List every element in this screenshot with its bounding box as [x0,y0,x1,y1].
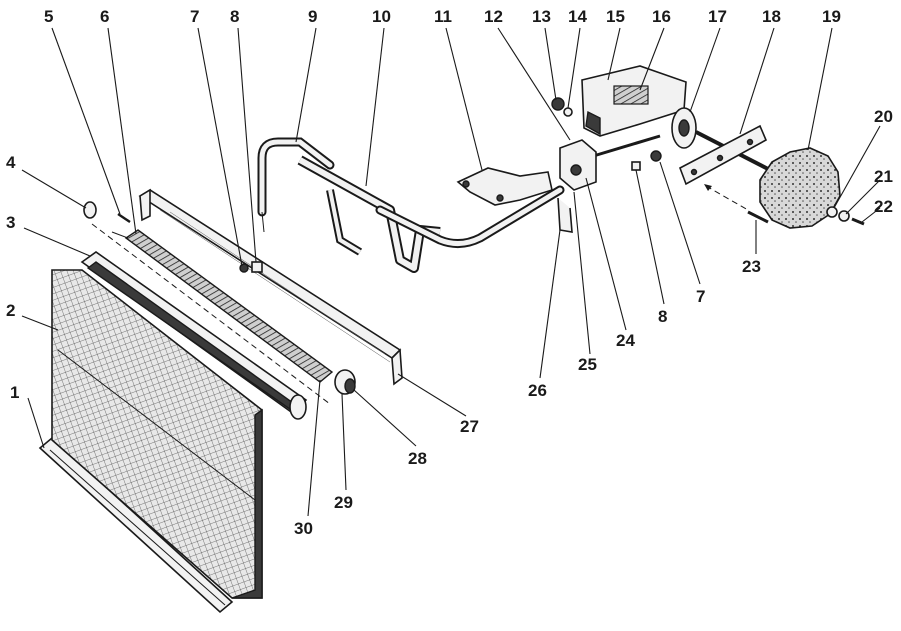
part-13-nut [551,97,565,111]
label-part-28: 28 [408,449,427,468]
part-29-end-cap [334,369,356,395]
part-23-bolt [704,184,769,224]
part-2-mesh-grille [51,269,263,599]
part-3-reflector-channel [80,251,308,420]
label-part-26: 26 [528,381,547,400]
leader-lines [21,27,881,517]
label-part-4: 4 [6,153,16,172]
part-18-mounting-plate [679,124,768,186]
label-part-19: 19 [822,7,841,26]
part-26-hook-clip [557,197,573,233]
part-19-knob [759,147,841,229]
label-part-5: 5 [44,7,53,26]
label-part-18: 18 [762,7,781,26]
part-8-clip-left [251,261,263,273]
label-part-3: 3 [6,213,15,232]
part-1-bottom-strip [38,436,234,614]
part-24-clamp-block [559,139,597,191]
label-part-1: 1 [10,383,19,402]
part-7-nut-left [239,263,249,273]
part-10-u-bracket [297,155,441,273]
label-part-9: 9 [308,7,317,26]
label-part-7-right: 7 [696,287,705,306]
part-8-clip-right [631,161,641,171]
label-part-25: 25 [578,355,597,374]
part-14-screw [563,107,573,117]
part-30-heating-coil [111,229,334,383]
part-9-bent-rod [257,137,335,233]
part-7-nut-right [650,150,662,162]
label-part-23: 23 [742,257,761,276]
label-part-12: 12 [484,7,503,26]
part-27-frame-bracket [138,188,403,386]
part-5-pin [117,213,131,223]
label-part-10: 10 [372,7,391,26]
label-part-7-top: 7 [190,7,199,26]
part-16-spring [613,85,649,105]
callout-labels: 1 2 3 4 5 6 7 8 9 10 11 12 13 14 15 16 1… [6,7,893,538]
label-part-20: 20 [874,107,893,126]
label-part-24: 24 [616,331,635,350]
label-part-17: 17 [708,7,727,26]
part-22-screw [851,217,865,226]
label-part-11: 11 [434,7,452,26]
label-part-29: 29 [334,493,353,512]
part-main-rod [375,185,565,248]
label-part-21: 21 [874,167,893,186]
label-part-30: 30 [294,519,313,538]
label-part-15: 15 [606,7,625,26]
part-4-washer [83,201,97,219]
label-part-8-right: 8 [658,307,667,326]
label-part-22: 22 [874,197,893,216]
label-part-2: 2 [6,301,15,320]
label-part-8-top: 8 [230,7,239,26]
part-11-bracket-plate [456,167,553,206]
label-part-13: 13 [532,7,551,26]
label-part-27: 27 [460,417,479,436]
label-part-16: 16 [652,7,671,26]
part-20-washer [826,206,838,218]
label-part-6: 6 [100,7,109,26]
label-part-14: 14 [568,7,587,26]
